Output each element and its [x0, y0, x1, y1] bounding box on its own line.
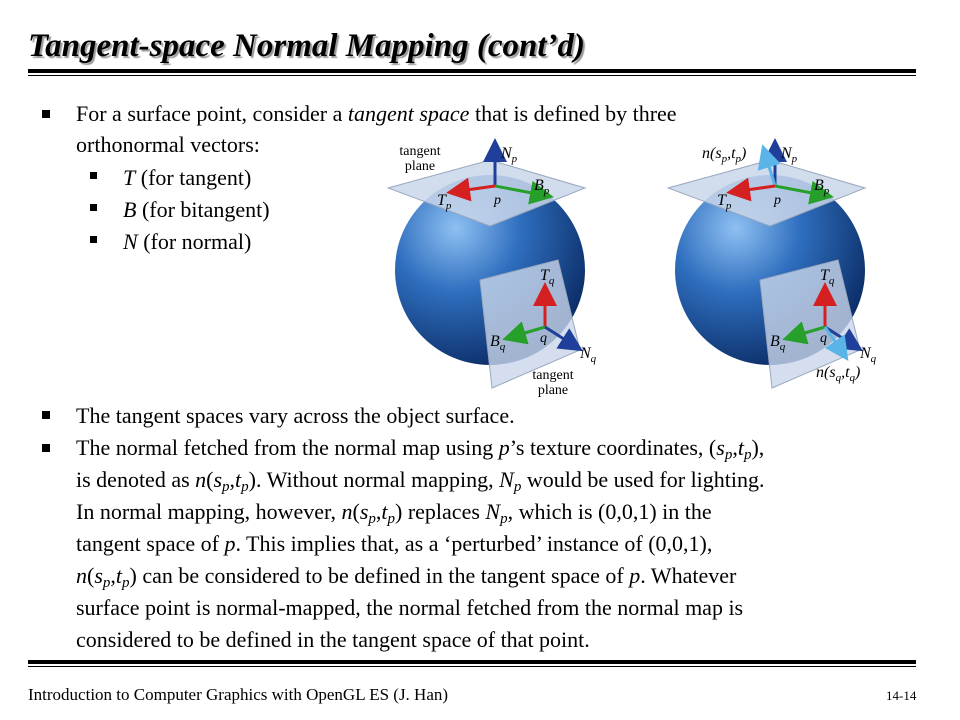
- bullet-intro: For a surface point, consider a tangent …: [76, 98, 677, 160]
- slide-title: Tangent-space Normal Mapping (cont’d): [28, 28, 586, 64]
- sub-bullet-marker: [90, 204, 97, 211]
- label-Tp: Tp: [437, 192, 452, 212]
- label-p: p: [773, 193, 781, 208]
- label-q: q: [820, 331, 827, 346]
- label-q: q: [540, 331, 547, 346]
- bullet-marker: [42, 110, 50, 118]
- title-rule-thick: [28, 69, 916, 73]
- bitangent-arrow-p: [494, 180, 554, 205]
- tangent-plane-top: [386, 159, 587, 227]
- normal-arrow-q: [544, 325, 584, 352]
- label-Tq: Tq: [540, 267, 555, 287]
- tangent-plane-label-top: tangent: [399, 144, 440, 159]
- intro-text: orthonormal vectors:: [76, 132, 260, 157]
- page-number: 14-14: [886, 688, 917, 703]
- intro-emphasis: tangent space: [347, 101, 470, 126]
- sub-item-symbol: T: [123, 165, 136, 190]
- title-rule-thin: [28, 75, 916, 76]
- tangent-plane-label-bottom: plane: [538, 383, 568, 398]
- perturbed-normal-arrow-q: [823, 326, 849, 361]
- label-Tq: Tq: [820, 267, 835, 287]
- sub-bullet-marker: [90, 172, 97, 179]
- tangent-space-figure: tangent plane Np Bp Tp p Tq Bq q Nq tang…: [386, 138, 877, 398]
- bitangent-arrow-q: [502, 321, 546, 345]
- sub-item-text: (for bitangent): [136, 197, 270, 222]
- label-Bq: Bq: [770, 333, 786, 353]
- intro-text: that is defined by three: [469, 101, 677, 126]
- label-Np: Np: [500, 145, 518, 165]
- bullet-marker: [42, 411, 50, 419]
- tangent-plane-label-bottom: tangent: [532, 368, 573, 383]
- label-n-sp-tp: n(sp,tp): [702, 145, 746, 165]
- intro-text: For a surface point, consider a: [76, 101, 348, 126]
- bullet-marker: [42, 444, 50, 452]
- tangent-plane-top: [666, 159, 867, 227]
- footer-rule-thin: [28, 666, 916, 667]
- footer-rule-thick: [28, 660, 916, 664]
- label-Bp: Bp: [534, 177, 550, 197]
- bullet-normal-fetch: The normal fetched from the normal map u…: [76, 435, 765, 652]
- bitangent-arrow-q: [782, 321, 826, 345]
- label-Nq: Nq: [579, 345, 597, 365]
- footer-text: Introduction to Computer Graphics with O…: [28, 685, 449, 704]
- tangent-arrow-p: [446, 177, 496, 202]
- tangent-arrow-p: [726, 177, 776, 202]
- label-Np: Np: [780, 145, 798, 165]
- sub-item-normal: N (for normal): [123, 226, 251, 257]
- label-Bq: Bq: [490, 333, 506, 353]
- sphere-right: n(sp,tp) Np Bp Tp p Tq Bq q Nq n(sq,tq): [666, 138, 877, 389]
- label-Tp: Tp: [717, 192, 732, 212]
- tangent-plane-label-top: plane: [405, 159, 435, 174]
- label-n-sq-tq: n(sq,tq): [816, 364, 860, 384]
- label-p: p: [493, 193, 501, 208]
- label-Nq: Nq: [859, 345, 877, 365]
- sub-item-text: (for normal): [137, 229, 252, 254]
- sub-bullet-marker: [90, 236, 97, 243]
- bullet-tangent-spaces: The tangent spaces vary across the objec…: [76, 403, 515, 428]
- sub-item-symbol: N: [123, 229, 138, 254]
- sphere-left: tangent plane Np Bp Tp p Tq Bq q Nq tang…: [386, 138, 597, 398]
- perturbed-normal-arrow-p: [757, 144, 781, 187]
- sub-item-bitangent: B (for bitangent): [123, 194, 270, 225]
- label-Bp: Bp: [814, 177, 830, 197]
- sub-item-text: (for tangent): [135, 165, 252, 190]
- bitangent-arrow-p: [774, 180, 834, 205]
- sub-item-symbol: B: [123, 197, 137, 222]
- sub-item-tangent: T (for tangent): [123, 162, 251, 193]
